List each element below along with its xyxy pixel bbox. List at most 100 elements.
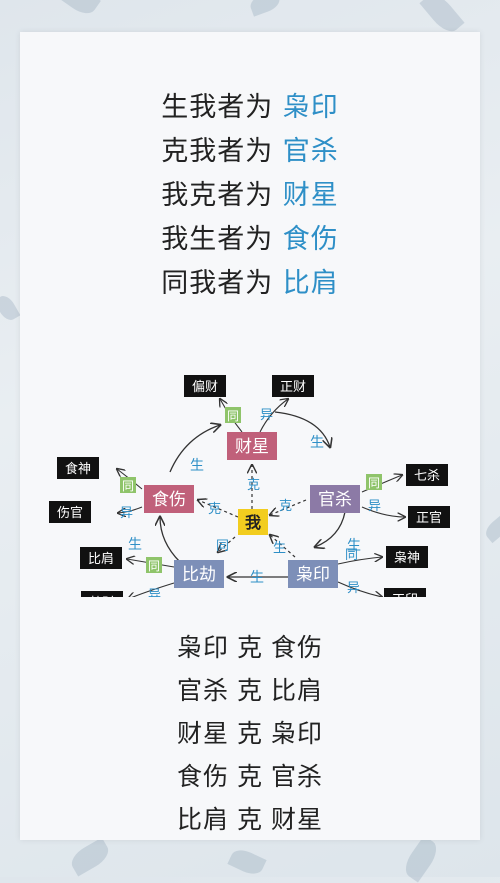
restraint-subject: 食伤 bbox=[176, 762, 229, 791]
node-shishang: 食伤 bbox=[144, 485, 194, 513]
definition-line: 我生者为 食伤 bbox=[20, 218, 480, 262]
definition-prefix: 我克者为 bbox=[161, 180, 274, 211]
svg-text:异: 异 bbox=[347, 581, 360, 596]
restraint-object: 比肩 bbox=[271, 676, 324, 705]
yi-label: 异 bbox=[260, 408, 273, 423]
branch-arrow bbox=[259, 399, 288, 433]
node-guansha: 官杀 bbox=[310, 485, 360, 513]
background-leaf bbox=[57, 0, 101, 19]
sheng-arrow bbox=[160, 517, 181, 563]
definition-term: 比肩 bbox=[282, 268, 339, 299]
restraint-line: 财星克枭印 bbox=[20, 712, 480, 755]
svg-text:七杀: 七杀 bbox=[414, 469, 440, 484]
restraint-line: 比肩克财星 bbox=[20, 798, 480, 841]
background-leaf bbox=[0, 292, 21, 324]
leaf-shishen: 食神 bbox=[57, 457, 99, 479]
definition-term: 财星 bbox=[282, 180, 339, 211]
svg-text:枭印: 枭印 bbox=[296, 565, 330, 585]
node-bijie: 比劫 bbox=[174, 560, 224, 588]
tong-label: 同 bbox=[146, 557, 162, 573]
definition-line: 我克者为 财星 bbox=[20, 174, 480, 218]
leaf-qisha: 七杀 bbox=[406, 464, 448, 486]
definition-line: 克我者为 官杀 bbox=[20, 130, 480, 174]
svg-text:财星: 财星 bbox=[235, 437, 269, 457]
restraint-object: 财星 bbox=[271, 805, 324, 834]
leaf-jiecai: 劫财 bbox=[81, 591, 123, 597]
svg-text:比劫: 比劫 bbox=[182, 565, 216, 585]
sheng-arrow bbox=[274, 411, 330, 447]
definition-line: 同我者为 比肩 bbox=[20, 262, 480, 306]
definition-list: 生我者为 枭印 克我者为 官杀 我克者为 财星 我生者为 食伤 同我者为 比肩 bbox=[20, 86, 480, 306]
svg-text:官杀: 官杀 bbox=[318, 490, 352, 510]
svg-text:比肩: 比肩 bbox=[88, 551, 114, 567]
svg-text:正财: 正财 bbox=[280, 380, 306, 395]
leaf-xiaoshen: 枭神 bbox=[386, 546, 428, 568]
svg-text:同: 同 bbox=[227, 409, 239, 423]
tong-label: 同 bbox=[366, 474, 382, 490]
branch-arrow bbox=[361, 506, 405, 517]
leaf-piancai: 偏财 bbox=[184, 375, 226, 397]
definition-term: 枭印 bbox=[282, 92, 339, 123]
background-leaf bbox=[482, 512, 500, 544]
branch-arrow bbox=[118, 506, 143, 513]
ke-label: 克 bbox=[247, 478, 260, 493]
restraint-line: 官杀克比肩 bbox=[20, 669, 480, 712]
svg-text:食伤: 食伤 bbox=[152, 490, 186, 510]
restraint-object: 官杀 bbox=[271, 762, 324, 791]
yi-label: 异 bbox=[368, 499, 381, 514]
tong-label: 同 bbox=[345, 548, 358, 563]
sheng-label: 生 bbox=[310, 435, 324, 451]
relationship-diagram: 财星 食伤 官杀 比劫 枭印 我 偏财 正财 食神 伤官 七杀 正官 比肩 劫财 bbox=[49, 375, 450, 597]
svg-text:同: 同 bbox=[122, 479, 134, 493]
svg-text:正印: 正印 bbox=[392, 593, 418, 597]
svg-text:食神: 食神 bbox=[65, 461, 91, 477]
restraint-object: 枭印 bbox=[271, 719, 324, 748]
restraint-subject: 官杀 bbox=[176, 676, 229, 705]
sheng-label: 生 bbox=[128, 537, 142, 553]
tong-label: 同 bbox=[120, 477, 136, 493]
restraint-object: 食伤 bbox=[271, 633, 324, 662]
restraint-verb: 克 bbox=[236, 805, 263, 834]
svg-text:偏财: 偏财 bbox=[192, 380, 218, 395]
background-leaf bbox=[67, 837, 113, 877]
ke-label: 生 bbox=[273, 541, 286, 556]
leaf-bijian: 比肩 bbox=[80, 547, 122, 569]
restraint-line: 枭印克食伤 bbox=[20, 626, 480, 669]
restraint-list: 枭印克食伤 官杀克比肩 财星克枭印 食伤克官杀 比肩克财星 bbox=[20, 626, 480, 841]
restraint-verb: 克 bbox=[236, 676, 263, 705]
sheng-label: 生 bbox=[347, 538, 361, 554]
restraint-line: 食伤克官杀 bbox=[20, 755, 480, 798]
definition-line: 生我者为 枭印 bbox=[20, 86, 480, 130]
node-xiaoyin: 枭印 bbox=[288, 560, 338, 588]
svg-text:我: 我 bbox=[245, 513, 261, 532]
ke-label: 克 bbox=[208, 502, 221, 517]
definition-prefix: 生我者为 bbox=[161, 92, 274, 123]
yi-label: 异 bbox=[347, 581, 360, 596]
ke-label: 克 bbox=[279, 499, 292, 514]
restraint-subject: 财星 bbox=[176, 719, 229, 748]
svg-text:异: 异 bbox=[148, 588, 161, 597]
ke-arrow bbox=[270, 499, 307, 515]
definition-prefix: 同我者为 bbox=[161, 268, 274, 299]
leaf-shangguan: 伤官 bbox=[49, 501, 91, 523]
svg-text:伤官: 伤官 bbox=[57, 505, 83, 521]
branch-arrow bbox=[337, 557, 382, 565]
restraint-verb: 克 bbox=[236, 762, 263, 791]
restraint-verb: 克 bbox=[236, 719, 263, 748]
definition-term: 食伤 bbox=[282, 224, 339, 255]
content-card: 生我者为 枭印 克我者为 官杀 我克者为 财星 我生者为 食伤 同我者为 比肩 bbox=[20, 32, 480, 840]
leaf-zhengcai: 正财 bbox=[272, 375, 314, 397]
node-center: 我 bbox=[238, 509, 268, 535]
ke-arrow bbox=[198, 500, 239, 518]
definition-prefix: 我生者为 bbox=[161, 224, 274, 255]
yi-label: 异 bbox=[120, 506, 133, 521]
leaf-zhengyin: 正印 bbox=[384, 588, 426, 597]
sheng-arrow bbox=[315, 511, 346, 547]
node-caixing: 财星 bbox=[227, 432, 277, 460]
svg-text:枭神: 枭神 bbox=[394, 550, 420, 566]
definition-term: 官杀 bbox=[282, 136, 339, 167]
branch-arrow bbox=[128, 582, 175, 597]
background-leaf bbox=[399, 835, 443, 883]
branch-arrow bbox=[337, 581, 382, 597]
branch-arrow bbox=[361, 475, 402, 493]
